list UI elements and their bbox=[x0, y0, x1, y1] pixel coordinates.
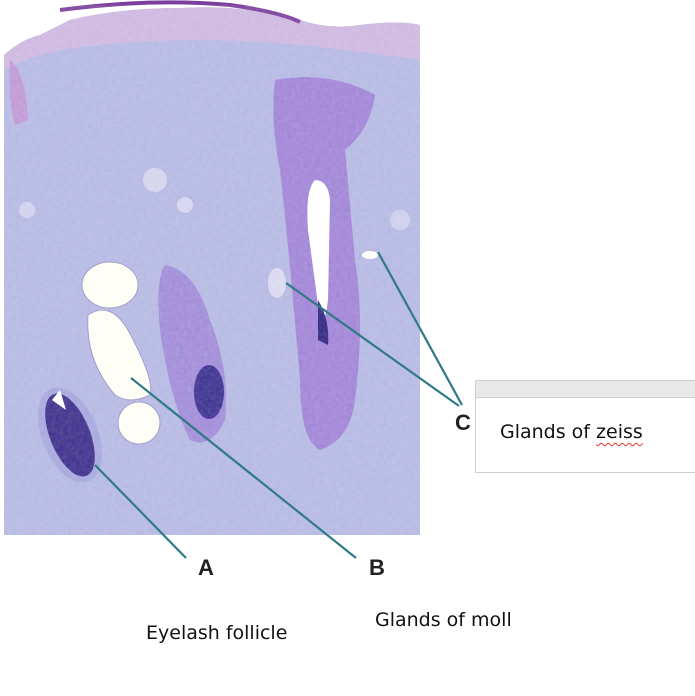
label-b: B bbox=[369, 555, 385, 580]
pointer-lines bbox=[94, 251, 463, 559]
spellcheck-word: zeiss bbox=[596, 421, 643, 443]
pointer-c-2 bbox=[377, 251, 463, 406]
caption-c-prefix: Glands of bbox=[500, 421, 597, 443]
text-box-header bbox=[476, 381, 695, 398]
caption-c: Glands of zeiss bbox=[500, 421, 643, 443]
caption-b: Glands of moll bbox=[375, 609, 512, 631]
pointer-b bbox=[130, 377, 357, 559]
text-box-glands-of-zeiss[interactable]: Glands of zeiss bbox=[475, 380, 695, 473]
pointer-c-1 bbox=[285, 282, 460, 407]
pointer-a bbox=[94, 464, 187, 559]
caption-a: Eyelash follicle bbox=[146, 622, 288, 644]
label-a: A bbox=[198, 555, 214, 580]
label-c: C bbox=[455, 410, 471, 435]
